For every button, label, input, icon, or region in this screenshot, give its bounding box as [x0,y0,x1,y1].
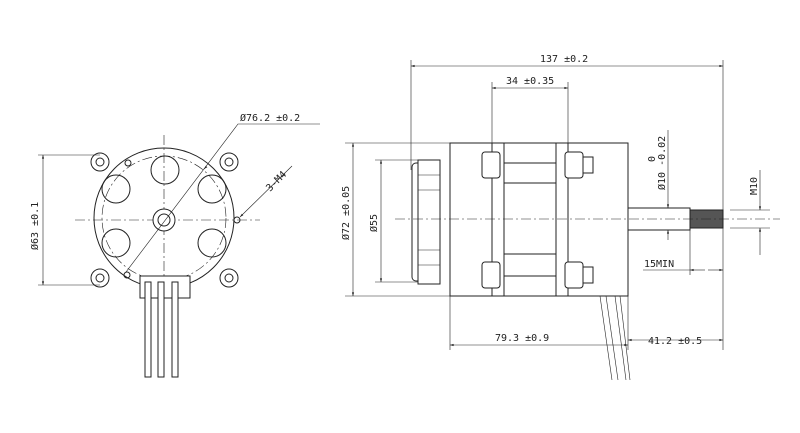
spacer-length-label: 34 ±0.35 [506,76,554,87]
shaft-dia-label: Ø10 -0.02 [656,136,668,190]
shaft-end [152,208,176,232]
thread-label: M10 [749,177,760,195]
overall-length-label: 137 ±0.2 [540,54,588,65]
thread-length-label: 15MIN [644,259,674,270]
cap-gear [417,159,441,285]
shaft-tol-upper-label: 0 [647,156,658,162]
tapped-holes-label: 3-M4 [264,169,289,194]
motor-body [449,142,629,297]
end-view: Ø63 ±0.1 Ø76.2 ±0.2 3-M4 [29,112,320,378]
side-view: 137 ±0.2 34 ±0.35 Ø72 ±0.05 Ø55 0 Ø10 -0… [340,54,780,381]
body-dia-label: Ø72 ±0.05 [340,186,352,240]
mount-bolts [90,152,239,288]
lead-wires [139,275,191,378]
vent-holes [101,155,241,279]
body-length-label: 79.3 ±0.9 [495,333,549,344]
pilot-dia-label: Ø63 ±0.1 [29,202,41,250]
shaft-length-label: 41.2 ±0.5 [648,336,702,347]
cap-dia-label: Ø55 [368,214,380,232]
tie-rod-nuts [481,151,594,289]
mount-circle-label: Ø76.2 ±0.2 [240,112,300,124]
